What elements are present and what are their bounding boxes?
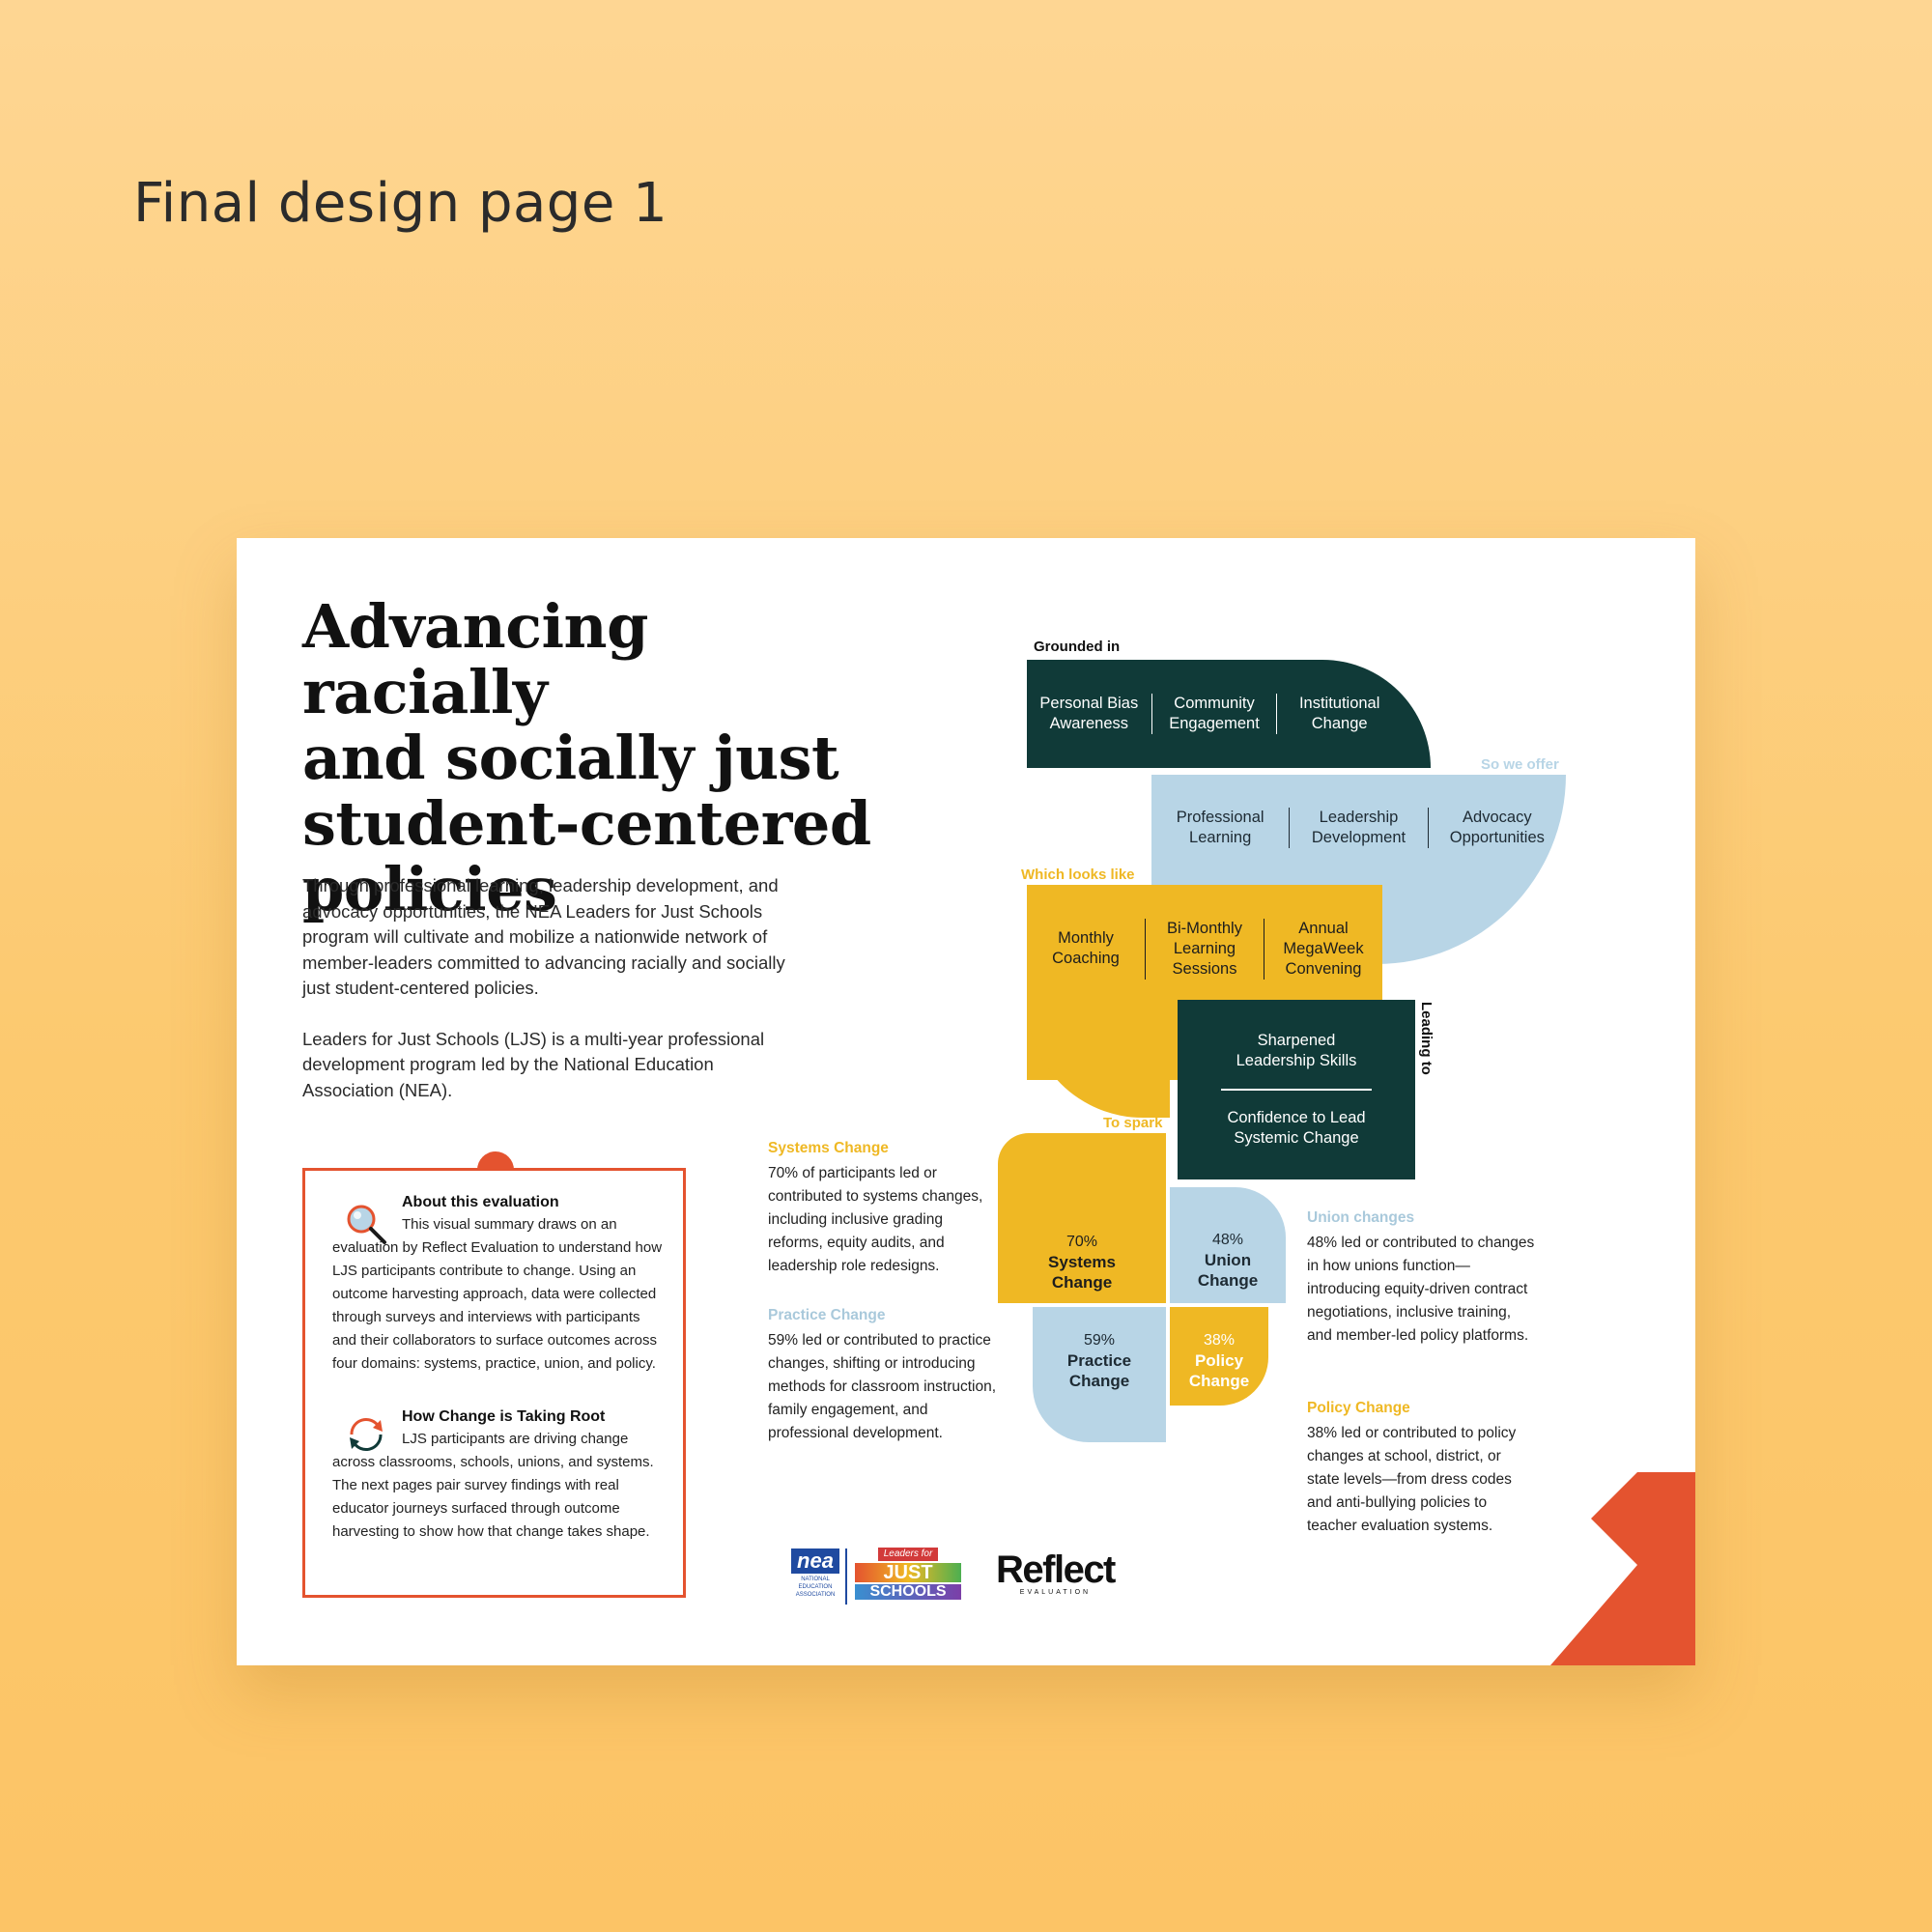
- nea-logo-text: NATIONAL EDUCATION ASSOCIATION: [795, 1577, 836, 1598]
- grounded-label: Grounded in: [1034, 639, 1121, 655]
- corner-decoration: [1550, 1472, 1695, 1665]
- grounded-item: Personal Bias Awareness: [1039, 695, 1139, 732]
- nea-logo: nea NATIONAL EDUCATION ASSOCIATION: [791, 1548, 839, 1606]
- change-heading: How Change is Taking Root: [402, 1408, 606, 1425]
- change-section: How Change is Taking Root LJS participan…: [332, 1408, 668, 1544]
- spark-label: To spark: [1103, 1115, 1163, 1131]
- looks-block-curve: [1027, 1002, 1170, 1118]
- union-quadrant: 48% Union Change: [1170, 1187, 1286, 1303]
- page-title: Advancing racially and socially just stu…: [302, 594, 901, 923]
- policy-quadrant: 38% Policy Change: [1170, 1307, 1268, 1406]
- systems-name: Systems Change: [1048, 1253, 1116, 1292]
- offer-item: Professional Learning: [1176, 809, 1264, 846]
- policy-pct: 38%: [1203, 1332, 1236, 1349]
- intro-paragraph: Leaders for Just Schools (LJS) is a mult…: [302, 1028, 765, 1100]
- magnifier-icon: [347, 1205, 386, 1244]
- union-outcome: Union changes 48% led or contributed to …: [1307, 1207, 1539, 1348]
- reflect-logo-mark: Reflect: [996, 1548, 1116, 1591]
- evaluation-box: About this evaluation This visual summar…: [302, 1151, 686, 1598]
- looks-item: Monthly Coaching: [1052, 929, 1120, 967]
- practice-name: Practice Change: [1066, 1351, 1132, 1390]
- evaluation-text: This visual summary draws on an evaluati…: [332, 1216, 663, 1372]
- policy-text: 38% led or contributed to policy changes…: [1307, 1425, 1517, 1534]
- ljs-logo: Leaders for JUST SCHOOLS: [855, 1545, 961, 1605]
- box-tab-decoration: [477, 1151, 514, 1170]
- change-text: LJS participants are driving change acro…: [332, 1431, 654, 1540]
- grounded-block: Personal Bias Awareness Community Engage…: [1027, 660, 1431, 768]
- evaluation-heading: About this evaluation: [402, 1194, 559, 1210]
- leading-divider: [1221, 1089, 1372, 1091]
- ljs-logo-top: Leaders for: [877, 1548, 939, 1561]
- grounded-item: Community Engagement: [1151, 694, 1277, 734]
- offer-item: Leadership Development: [1289, 808, 1427, 848]
- looks-label: Which looks like: [1021, 867, 1135, 883]
- leading-item: Sharpened Leadership Skills: [1236, 1032, 1357, 1070]
- systems-text: 70% of participants led or contributed t…: [768, 1165, 983, 1274]
- reflect-logo-text: EVALUATION: [1019, 1589, 1092, 1596]
- title-line: student-centered: [302, 788, 871, 859]
- union-name: Union Change: [1197, 1251, 1259, 1290]
- reflect-logo: Reflect EVALUATION: [996, 1548, 1116, 1596]
- grounded-item: Institutional Change: [1276, 694, 1402, 734]
- union-pct: 48%: [1211, 1232, 1244, 1248]
- looks-item: Annual MegaWeek Convening: [1264, 918, 1382, 980]
- policy-outcome: Policy Change 38% led or contributed to …: [1307, 1397, 1529, 1538]
- nea-logo-mark: nea: [791, 1548, 839, 1574]
- practice-pct: 59%: [1083, 1332, 1116, 1349]
- design-page: Advancing racially and socially just stu…: [237, 538, 1695, 1665]
- systems-heading: Systems Change: [768, 1140, 889, 1156]
- title-line: Advancing racially: [302, 591, 648, 727]
- offer-label: So we offer: [1481, 756, 1559, 773]
- intro-text: Through professional learning, leadershi…: [302, 873, 805, 1103]
- ljs-logo-bottom: SCHOOLS: [855, 1584, 961, 1600]
- title-line: policies: [302, 854, 557, 924]
- offer-item: Advocacy Opportunities: [1427, 808, 1566, 848]
- leading-block: Sharpened Leadership Skills Confidence t…: [1178, 1000, 1415, 1179]
- leading-item: Confidence to Lead Systemic Change: [1227, 1108, 1366, 1147]
- looks-item: Bi-Monthly Learning Sessions: [1145, 918, 1264, 980]
- union-heading: Union changes: [1307, 1209, 1415, 1226]
- caption: Final design page 1: [133, 172, 668, 235]
- union-text: 48% led or contributed to changes in how…: [1307, 1235, 1535, 1344]
- practice-text: 59% led or contributed to practice chang…: [768, 1332, 997, 1441]
- practice-quadrant: 59% Practice Change: [1033, 1307, 1166, 1442]
- policy-name: Policy Change: [1188, 1351, 1250, 1390]
- systems-quadrant: 70% Systems Change: [998, 1133, 1166, 1303]
- policy-heading: Policy Change: [1307, 1400, 1410, 1416]
- systems-outcome: Systems Change 70% of participants led o…: [768, 1137, 1000, 1278]
- practice-outcome: Practice Change 59% led or contributed t…: [768, 1304, 1000, 1445]
- title-line: and socially just: [302, 723, 839, 793]
- leading-label: Leading to: [1418, 1002, 1435, 1075]
- systems-pct: 70%: [1065, 1234, 1098, 1250]
- logo-divider: [845, 1548, 847, 1605]
- cycle-arrows-icon: [350, 1417, 383, 1452]
- practice-heading: Practice Change: [768, 1307, 886, 1323]
- intro-paragraph: Through professional learning, leadershi…: [302, 875, 785, 998]
- ljs-logo-mid: JUST: [855, 1563, 961, 1582]
